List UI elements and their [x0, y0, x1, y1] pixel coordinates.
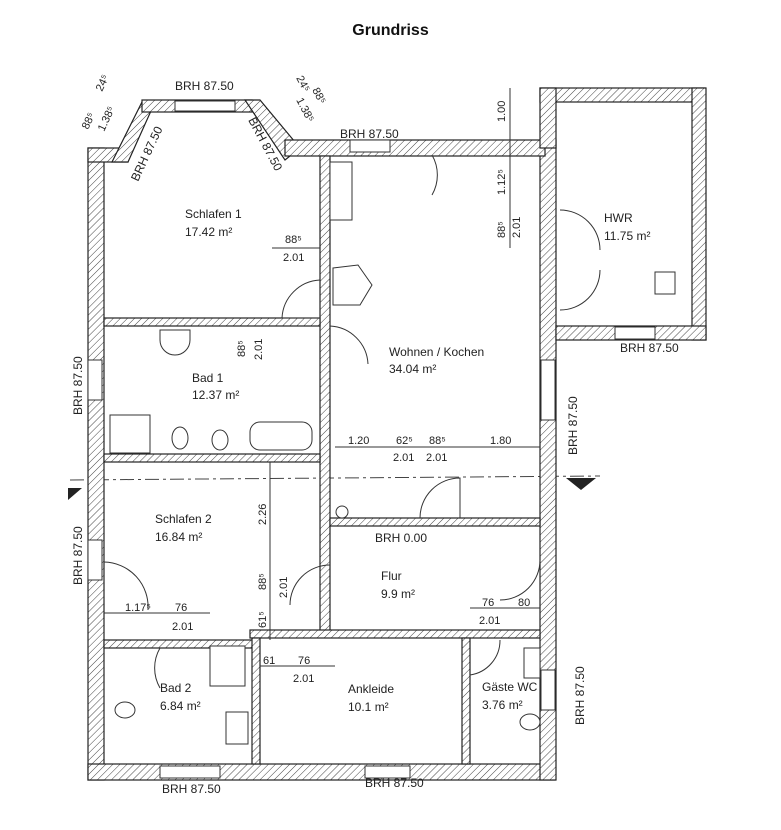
svg-text:BRH 87.50: BRH 87.50	[71, 526, 85, 585]
svg-text:12.37 m²: 12.37 m²	[192, 388, 239, 402]
svg-text:76: 76	[482, 597, 494, 609]
room-schlafen-2: Schlafen 2 16.84 m²	[155, 512, 212, 544]
svg-text:2.01: 2.01	[426, 452, 447, 464]
svg-text:88⁵: 88⁵	[236, 340, 248, 357]
doors	[103, 154, 601, 689]
svg-text:1.17⁵: 1.17⁵	[125, 602, 151, 614]
svg-text:Wohnen / Kochen: Wohnen / Kochen	[389, 345, 484, 359]
section-marker-right	[566, 478, 596, 490]
svg-text:BRH 87.50: BRH 87.50	[175, 79, 234, 93]
svg-text:24⁵: 24⁵	[94, 73, 112, 93]
svg-text:3.76 m²: 3.76 m²	[482, 698, 523, 712]
svg-text:61: 61	[263, 655, 275, 667]
room-bad-2: Bad 2 6.84 m²	[160, 681, 201, 713]
svg-text:BRH 0.00: BRH 0.00	[375, 531, 427, 545]
fixtures	[109, 161, 676, 745]
svg-text:76: 76	[175, 602, 187, 614]
svg-text:Schlafen 2: Schlafen 2	[155, 512, 212, 526]
svg-text:24⁵: 24⁵	[293, 74, 311, 94]
room-schlafen-1: Schlafen 1 17.42 m²	[185, 207, 242, 239]
room-gaeste-wc: Gäste WC 3.76 m²	[482, 680, 538, 712]
svg-text:34.04 m²: 34.04 m²	[389, 362, 436, 376]
room-ankleide: Ankleide 10.1 m²	[348, 682, 394, 714]
svg-text:16.84 m²: 16.84 m²	[155, 530, 202, 544]
room-flur: Flur 9.9 m²	[381, 569, 415, 601]
svg-text:2.01: 2.01	[278, 577, 290, 598]
svg-text:1.12⁵: 1.12⁵	[496, 169, 508, 195]
svg-text:Gäste WC: Gäste WC	[482, 680, 538, 694]
svg-text:2.01: 2.01	[393, 452, 414, 464]
svg-text:88⁵: 88⁵	[496, 221, 508, 238]
svg-text:88⁵: 88⁵	[257, 573, 269, 590]
svg-text:2.01: 2.01	[283, 252, 304, 264]
svg-text:1.38⁵: 1.38⁵	[293, 96, 316, 125]
svg-text:10.1 m²: 10.1 m²	[348, 700, 389, 714]
svg-text:BRH 87.50: BRH 87.50	[71, 356, 85, 415]
svg-text:Flur: Flur	[381, 569, 402, 583]
svg-text:1.20: 1.20	[348, 435, 369, 447]
svg-text:HWR: HWR	[604, 211, 633, 225]
svg-text:Ankleide: Ankleide	[348, 682, 394, 696]
svg-text:2.01: 2.01	[293, 673, 314, 685]
svg-text:2.01: 2.01	[172, 621, 193, 633]
svg-text:Bad 1: Bad 1	[192, 371, 224, 385]
svg-text:1.38⁵: 1.38⁵	[96, 105, 118, 134]
svg-text:61⁵: 61⁵	[257, 611, 269, 628]
svg-text:2.01: 2.01	[253, 339, 265, 360]
svg-text:1.00: 1.00	[496, 101, 508, 122]
svg-text:62⁵: 62⁵	[396, 435, 413, 447]
svg-text:BRH 87.50: BRH 87.50	[620, 341, 679, 355]
page-title: Grundriss	[352, 22, 429, 39]
svg-text:1.80: 1.80	[490, 435, 511, 447]
svg-text:9.9 m²: 9.9 m²	[381, 587, 415, 601]
svg-text:6.84 m²: 6.84 m²	[160, 699, 201, 713]
svg-text:BRH 87.50: BRH 87.50	[340, 127, 399, 141]
windows	[87, 100, 656, 779]
section-marker-left	[68, 488, 82, 500]
svg-text:80: 80	[518, 597, 530, 609]
svg-text:Bad 2: Bad 2	[160, 681, 192, 695]
svg-text:2.26: 2.26	[257, 504, 269, 525]
svg-text:76: 76	[298, 655, 310, 667]
svg-text:17.42 m²: 17.42 m²	[185, 225, 232, 239]
svg-text:BRH 87.50: BRH 87.50	[566, 396, 580, 455]
svg-text:88⁵: 88⁵	[429, 435, 446, 447]
section-line	[69, 475, 601, 481]
svg-text:BRH 87.50: BRH 87.50	[162, 782, 221, 796]
svg-text:11.75 m²: 11.75 m²	[604, 229, 650, 243]
room-wohnen-kochen: Wohnen / Kochen 34.04 m²	[389, 345, 484, 376]
svg-text:2.01: 2.01	[479, 615, 500, 627]
svg-text:BRH 87.50: BRH 87.50	[365, 776, 424, 790]
room-bad-1: Bad 1 12.37 m²	[192, 371, 239, 402]
svg-text:88⁵: 88⁵	[285, 234, 302, 246]
svg-text:BRH 87.50: BRH 87.50	[573, 666, 587, 725]
svg-text:88⁵: 88⁵	[309, 86, 327, 106]
svg-text:Schlafen 1: Schlafen 1	[185, 207, 242, 221]
svg-text:2.01: 2.01	[511, 217, 523, 238]
room-hwr: HWR 11.75 m²	[604, 211, 650, 243]
